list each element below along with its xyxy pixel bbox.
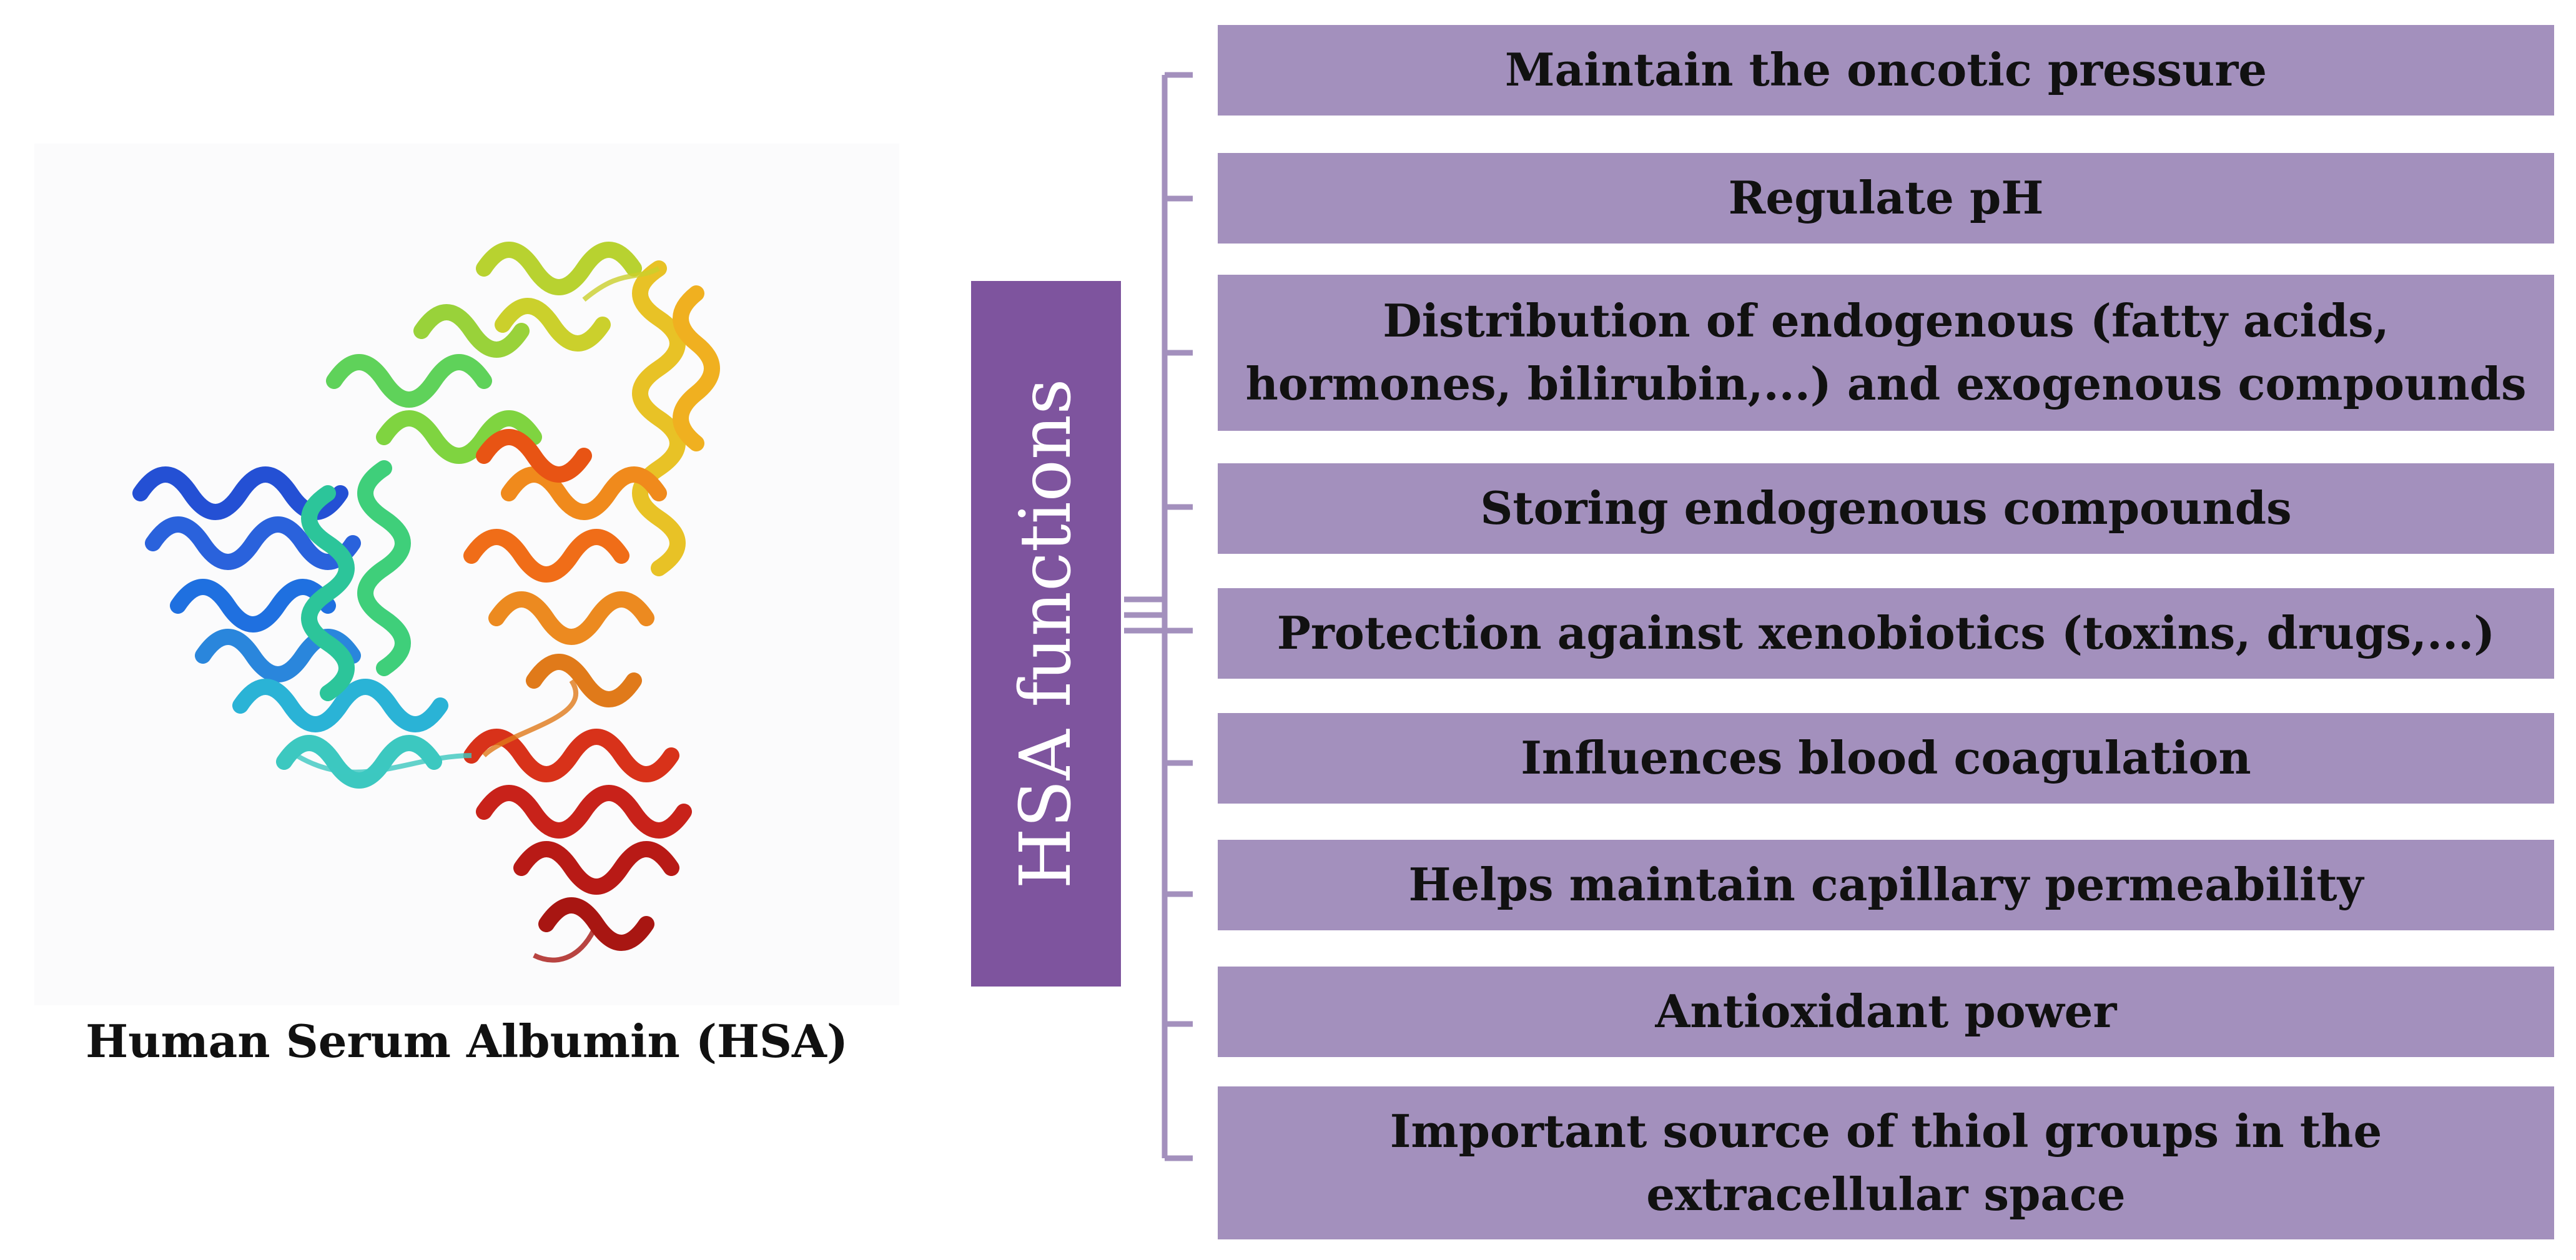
- function-box-storing: Storing endogenous compounds: [1218, 463, 2554, 554]
- function-text: Helps maintain capillary permeability: [1408, 858, 2364, 912]
- function-text: Distribution of endogenous (fatty acids,…: [1245, 294, 2527, 410]
- protein-ribbon-structure-icon: [132, 242, 720, 963]
- function-text: Antioxidant power: [1655, 985, 2117, 1038]
- function-box-thiol-groups: Important source of thiol groups in the …: [1218, 1086, 2554, 1239]
- protein-caption: Human Serum Albumin (HSA): [86, 1015, 848, 1068]
- function-box-protection: Protection against xenobiotics (toxins, …: [1218, 588, 2554, 679]
- function-text: Storing endogenous compounds: [1480, 481, 2292, 535]
- function-text: Important source of thiol groups in the …: [1389, 1104, 2382, 1221]
- function-box-oncotic-pressure: Maintain the oncotic pressure: [1218, 25, 2554, 116]
- hsa-functions-label: HSA functions: [971, 281, 1121, 987]
- hsa-functions-label-text: HSA functions: [1005, 378, 1087, 889]
- function-text: Influences blood coagulation: [1521, 731, 2251, 785]
- function-box-distribution: Distribution of endogenous (fatty acids,…: [1218, 275, 2554, 431]
- function-box-blood-coagulation: Influences blood coagulation: [1218, 713, 2554, 804]
- function-box-regulate-ph: Regulate pH: [1218, 153, 2554, 244]
- function-text: Maintain the oncotic pressure: [1504, 43, 2268, 97]
- function-box-antioxidant: Antioxidant power: [1218, 967, 2554, 1057]
- protein-structure-panel: [34, 144, 899, 1005]
- function-text: Regulate pH: [1728, 171, 2044, 225]
- function-box-capillary-permeability: Helps maintain capillary permeability: [1218, 840, 2554, 930]
- function-text: Protection against xenobiotics (toxins, …: [1276, 606, 2495, 660]
